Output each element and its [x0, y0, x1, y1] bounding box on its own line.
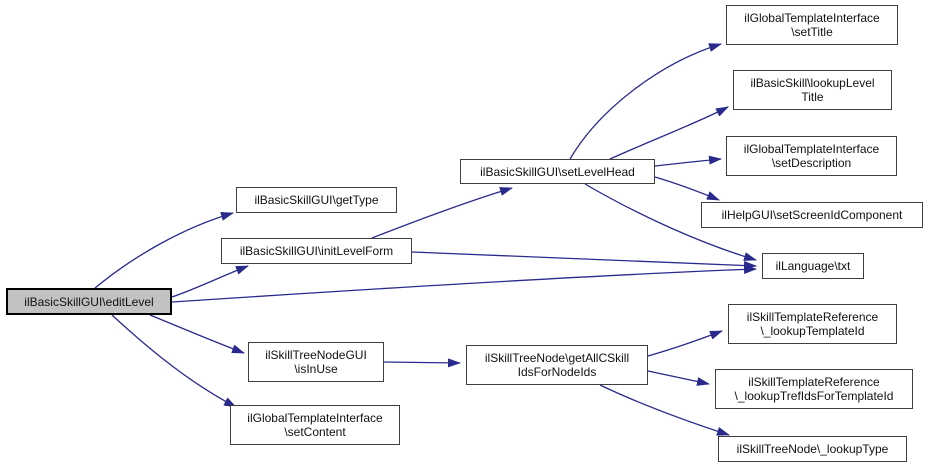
- node-label-line: ilSkillTreeNode\_lookupType: [736, 442, 889, 456]
- edge-getAllCSkillIdsForNodeIds-to-lookupType: [599, 384, 730, 436]
- node-label-line: \_lookupTemplateId: [760, 324, 865, 338]
- edge-isInUse-to-getAllCSkillIdsForNodeIds: [383, 358, 461, 368]
- node-label-line: ilBasicSkillGUI\initLevelForm: [239, 244, 394, 258]
- node-label-line: ilBasicSkill\lookupLevel: [750, 76, 875, 90]
- node-label-line: ilGlobalTemplateInterface: [247, 411, 383, 425]
- node-initLevelForm[interactable]: ilBasicSkillGUI\initLevelForm: [221, 238, 412, 264]
- edge-setLevelHead-to-setDescription: [654, 155, 722, 167]
- edge-setLevelHead-to-txt: [584, 183, 757, 261]
- node-label-line: \setDescription: [771, 156, 852, 170]
- node-label-line: ilSkillTemplateReference: [748, 375, 880, 389]
- edge-setLevelHead-to-lookupLevelTitle: [609, 106, 729, 160]
- edge-editLevel-to-isInUse: [149, 314, 245, 354]
- edge-getAllCSkillIdsForNodeIds-to-lookupTrefIdsForTemplateId: [647, 370, 710, 386]
- node-getType[interactable]: ilBasicSkillGUI\getType: [236, 187, 397, 213]
- edge-editLevel-to-setContent: [111, 314, 237, 408]
- edge-initLevelForm-to-setLevelHead: [371, 187, 513, 239]
- node-setTitle[interactable]: ilGlobalTemplateInterface\setTitle: [726, 5, 898, 45]
- node-txt[interactable]: ilLanguage\txt: [762, 253, 864, 279]
- node-label-line: \setContent: [284, 425, 346, 439]
- node-setScreenIdComponent[interactable]: ilHelpGUI\setScreenIdComponent: [701, 202, 923, 228]
- node-label-line: ilBasicSkillGUI\editLevel: [24, 294, 154, 309]
- edge-editLevel-to-getType: [94, 212, 234, 289]
- node-label-line: ilSkillTreeNode\getAllCSkill: [484, 351, 630, 365]
- node-label-line: \setTitle: [791, 25, 833, 39]
- edge-setLevelHead-to-setTitle: [569, 43, 722, 160]
- node-lookupTrefIdsForTemplateId[interactable]: ilSkillTemplateReference\_lookupTrefIdsF…: [715, 369, 913, 409]
- edge-editLevel-to-initLevelForm: [171, 265, 249, 298]
- node-label-line: Title: [801, 90, 824, 104]
- node-isInUse[interactable]: ilSkillTreeNodeGUI\isInUse: [248, 342, 384, 382]
- edge-initLevelForm-to-txt: [411, 251, 757, 271]
- edge-getAllCSkillIdsForNodeIds-to-lookupTemplateId: [647, 330, 723, 357]
- edge-setLevelHead-to-setScreenIdComponent: [654, 176, 720, 201]
- node-label-line: ilSkillTemplateReference: [746, 310, 879, 324]
- edge-editLevel-to-txt: [171, 264, 757, 303]
- node-label-line: \_lookupTrefIdsForTemplateId: [734, 389, 894, 403]
- node-label-line: ilSkillTreeNodeGUI: [265, 348, 367, 362]
- node-setLevelHead[interactable]: ilBasicSkillGUI\setLevelHead: [460, 159, 655, 184]
- node-label-line: IdsForNodeIds: [517, 365, 597, 379]
- node-label-line: ilGlobalTemplateInterface: [743, 142, 880, 156]
- node-label-line: ilLanguage\txt: [775, 259, 851, 273]
- node-label-line: ilGlobalTemplateInterface: [744, 11, 880, 25]
- node-lookupTemplateId[interactable]: ilSkillTemplateReference\_lookupTemplate…: [728, 304, 897, 344]
- node-editLevel: ilBasicSkillGUI\editLevel: [6, 288, 172, 315]
- node-label-line: ilBasicSkillGUI\getType: [254, 193, 379, 207]
- node-setDescription[interactable]: ilGlobalTemplateInterface\setDescription: [726, 136, 897, 176]
- node-setContent[interactable]: ilGlobalTemplateInterface\setContent: [230, 405, 400, 445]
- node-lookupType[interactable]: ilSkillTreeNode\_lookupType: [718, 436, 907, 462]
- node-label-line: ilBasicSkillGUI\setLevelHead: [480, 164, 635, 179]
- node-label-line: \isInUse: [294, 362, 338, 376]
- node-label-line: ilHelpGUI\setScreenIdComponent: [721, 208, 903, 222]
